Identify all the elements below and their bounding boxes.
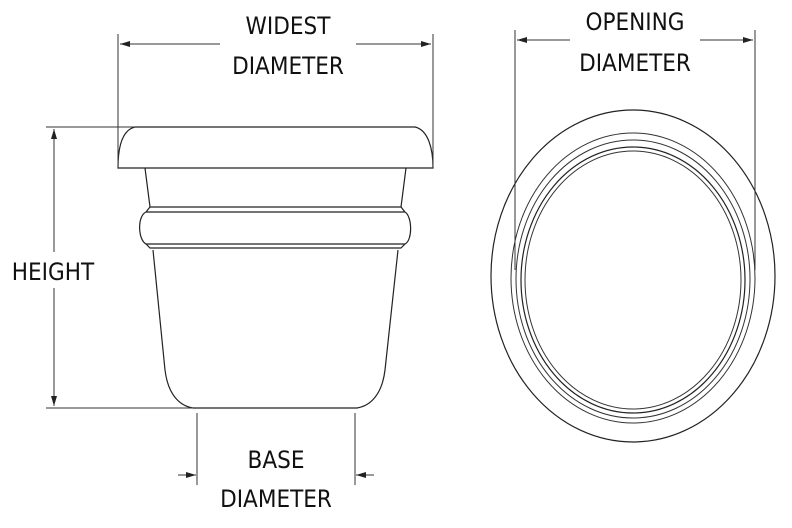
pot-side-view (117, 126, 434, 409)
widest-diameter-dimension: WIDEST DIAMETER (117, 12, 434, 168)
opening-diameter-dimension: OPENING DIAMETER (514, 8, 756, 270)
height-label: HEIGHT (12, 258, 95, 286)
base-diameter-dimension: BASE DIAMETER (178, 413, 374, 513)
opening-ellipse-3 (524, 150, 742, 410)
base-label-line1: BASE (248, 446, 305, 474)
opening-ellipse-2 (520, 146, 746, 414)
opening-label-line1: OPENING (585, 8, 684, 36)
widest-label-line1: WIDEST (246, 12, 332, 40)
widest-label-line2: DIAMETER (232, 52, 344, 80)
height-dimension: HEIGHT (6, 126, 193, 409)
pot-band (139, 206, 412, 249)
outer-rim-ellipse (490, 109, 776, 443)
base-label-line2: DIAMETER (220, 485, 332, 513)
pot-top-view (490, 109, 776, 443)
pot-body (152, 249, 399, 409)
opening-label-line2: DIAMETER (579, 49, 691, 77)
opening-ellipse-1 (515, 139, 751, 419)
pot-neck (144, 167, 407, 208)
inner-rim-ellipse (510, 132, 756, 424)
pot-rim (117, 126, 434, 169)
